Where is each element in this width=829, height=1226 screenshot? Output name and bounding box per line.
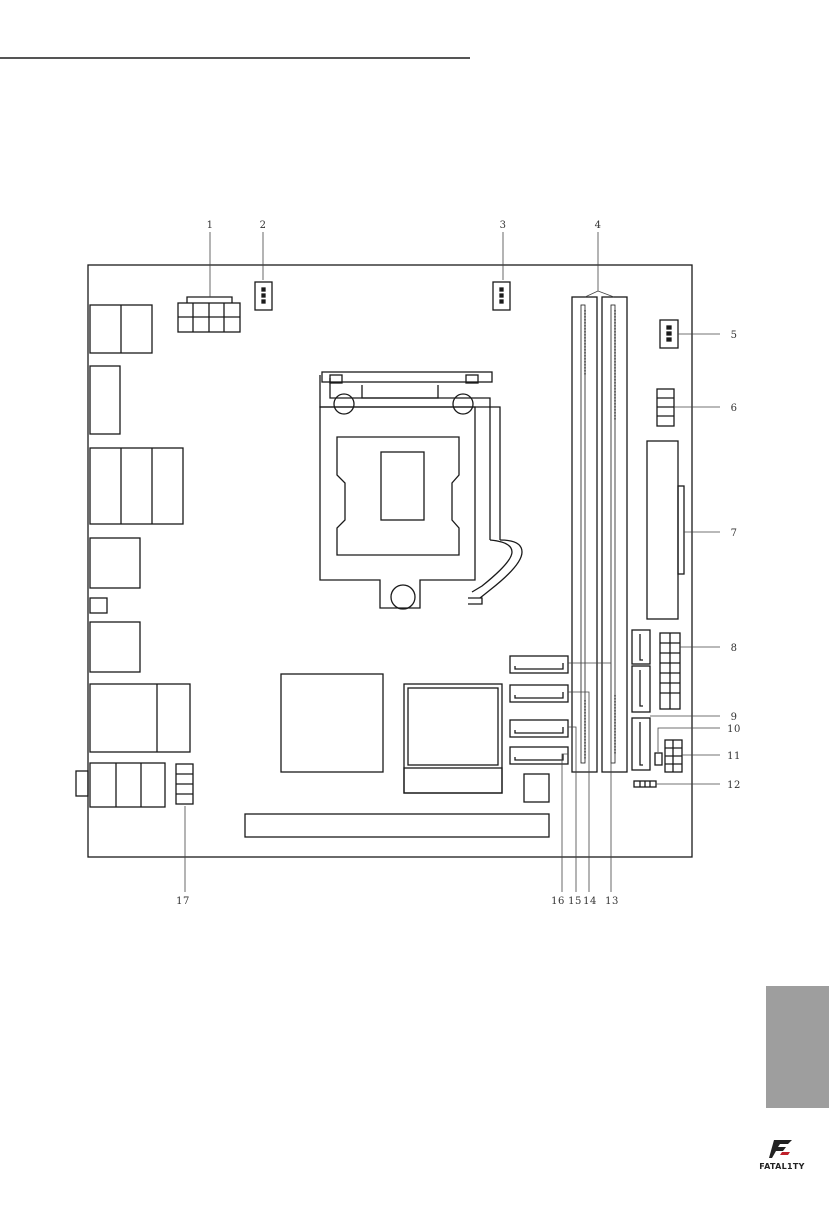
header-12 — [634, 781, 656, 787]
label-12: 12 — [727, 780, 741, 791]
label-17: 17 — [176, 896, 190, 907]
label-10: 10 — [727, 724, 741, 735]
callout-numbers: 1 2 3 4 5 6 7 8 9 10 11 12 13 14 15 16 1… — [176, 220, 741, 907]
header-5 — [660, 320, 678, 348]
label-4: 4 — [595, 220, 602, 231]
label-8: 8 — [731, 643, 738, 654]
fatal1ty-logo: FATAL1TY — [758, 1138, 806, 1176]
label-1: 1 — [207, 220, 214, 231]
usb3-header-8 — [660, 633, 680, 709]
pcie-slot — [245, 814, 549, 837]
label-11: 11 — [727, 751, 741, 762]
logo-text: FATAL1TY — [758, 1162, 806, 1171]
audio-header-17 — [176, 764, 193, 804]
usb-header-6 — [657, 389, 674, 426]
label-15: 15 — [568, 896, 582, 907]
sata-connectors — [510, 656, 568, 764]
header-10 — [655, 753, 662, 765]
label-6: 6 — [731, 403, 738, 414]
dimm-slots — [572, 297, 627, 772]
label-3: 3 — [500, 220, 507, 231]
fan-header-cpu — [255, 282, 272, 310]
front-panel-header-11 — [665, 740, 682, 772]
fan-header-chassis — [493, 282, 510, 310]
small-chip — [524, 774, 549, 802]
label-16: 16 — [551, 896, 565, 907]
label-5: 5 — [731, 330, 738, 341]
fatal1ty-emblem-icon — [768, 1138, 796, 1160]
language-side-tab — [766, 986, 829, 1108]
label-14: 14 — [583, 896, 597, 907]
rear-io-group — [76, 305, 190, 807]
vertical-sata-connectors — [632, 630, 650, 770]
atx-12v-power-connector — [178, 297, 240, 332]
label-2: 2 — [260, 220, 267, 231]
atx-power-connector — [647, 441, 684, 619]
heatsink-block — [404, 684, 502, 793]
label-13: 13 — [605, 896, 619, 907]
chipset-block — [281, 674, 383, 772]
label-7: 7 — [731, 528, 738, 539]
label-9: 9 — [731, 712, 738, 723]
cpu-socket — [320, 372, 522, 609]
